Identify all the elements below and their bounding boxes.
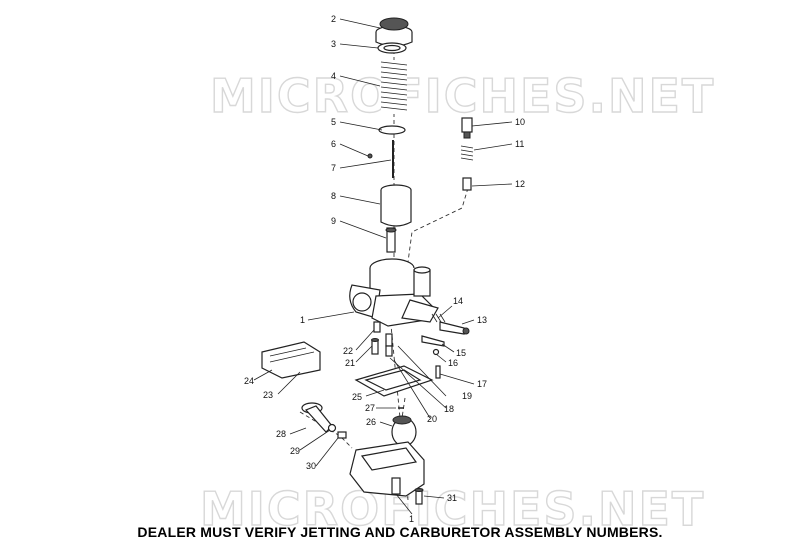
idle-screw: [439, 321, 470, 335]
drain-jet: [337, 431, 347, 439]
callout-29: 29: [290, 446, 300, 456]
leader-lines: [253, 18, 513, 515]
callout-10: 10: [515, 117, 525, 127]
callout-1-bowl: 1: [409, 514, 414, 524]
watermark-bottom: MICROFICHES.NET: [200, 482, 705, 536]
callout-25: 25: [352, 392, 362, 402]
callout-5: 5: [331, 117, 336, 127]
callout-9: 9: [331, 216, 336, 226]
callout-4: 4: [331, 71, 336, 81]
callout-8: 8: [331, 191, 336, 201]
callout-13: 13: [477, 315, 487, 325]
cable-adjuster: [461, 117, 473, 139]
starter-jet: [373, 321, 381, 333]
drain-plug-washer: [327, 423, 337, 433]
callout-12: 12: [515, 179, 525, 189]
callout-31: 31: [447, 493, 457, 503]
needle-retainer-plate: [378, 125, 406, 135]
throttle-spring: [380, 60, 408, 114]
callout-19: 19: [462, 391, 472, 401]
callout-20: 20: [427, 414, 437, 424]
watermark-top: MICROFICHES.NET: [210, 69, 715, 123]
pilot-screw-washer: [432, 348, 440, 356]
drain-plug: [301, 402, 333, 433]
float-bowl-screw: [414, 488, 424, 505]
callout-3: 3: [331, 39, 336, 49]
float-bowl: [349, 441, 425, 497]
callout-18: 18: [444, 404, 454, 414]
callout-7: 7: [331, 163, 336, 173]
callout-6: 6: [331, 139, 336, 149]
callout-17: 17: [477, 379, 487, 389]
carburetor-top-cap: [375, 17, 413, 47]
adjuster-spring: [460, 145, 474, 161]
callout-16: 16: [448, 358, 458, 368]
cap-washer-hole: [383, 44, 401, 52]
callout-23: 23: [263, 390, 273, 400]
callout-11: 11: [515, 139, 524, 149]
callout-27: 27: [365, 403, 375, 413]
callout-24: 24: [244, 376, 254, 386]
pilot-jet: [371, 338, 379, 355]
float-pin: [435, 365, 441, 379]
pilot-screw: [421, 335, 445, 347]
callout-numbers: 2 3 4 5 6 7 8 9 10 11 12 13 14 15 16 17 …: [244, 14, 525, 524]
needle-e-clip: [367, 153, 373, 159]
callout-2: 2: [331, 14, 336, 24]
main-jet-holder: [385, 333, 393, 357]
callout-28: 28: [276, 429, 286, 439]
dealer-notice: DEALER MUST VERIFY JETTING AND CARBURETO…: [137, 524, 663, 540]
throttle-slide: [380, 184, 412, 227]
float-bowl-gasket: [354, 365, 434, 397]
carburetor-float: [391, 415, 417, 447]
adjuster-nut: [462, 177, 472, 191]
callout-15: 15: [456, 348, 466, 358]
callout-26: 26: [366, 417, 376, 427]
needle-jet: [385, 227, 397, 253]
callout-30: 30: [306, 461, 316, 471]
callout-21: 21: [345, 358, 355, 368]
callout-22: 22: [343, 346, 353, 356]
callout-14: 14: [453, 296, 463, 306]
callout-1-body: 1: [300, 315, 305, 325]
carburetor-body: [349, 258, 439, 327]
float-valve-gasket: [261, 341, 321, 379]
